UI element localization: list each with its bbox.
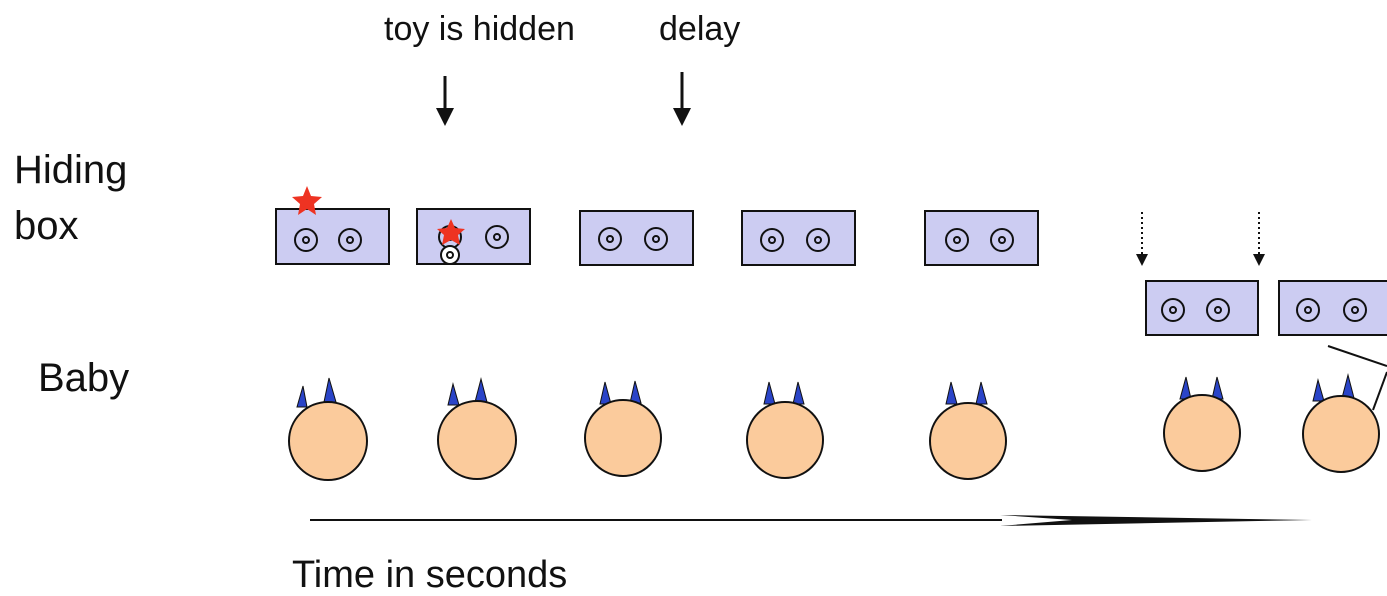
eye-icon	[1179, 376, 1192, 400]
hiding-box-7	[1278, 280, 1387, 336]
well-icon	[1296, 298, 1320, 322]
eye-icon	[792, 381, 805, 405]
baby-6	[1163, 376, 1241, 472]
reaching-arm	[1327, 345, 1387, 411]
time-arrow	[310, 515, 1312, 526]
well-icon	[990, 228, 1014, 252]
row-label-hiding: Hiding	[14, 148, 128, 192]
hiding-box-6	[1145, 280, 1259, 336]
eye-icon	[599, 381, 612, 405]
well-icon	[485, 225, 509, 249]
dotted-arrow-left	[1136, 212, 1148, 266]
toy-hidden-arrow	[436, 76, 454, 126]
well-icon	[294, 228, 318, 252]
baby-5	[929, 381, 1007, 480]
baby-head	[584, 399, 662, 477]
eye-icon	[1211, 376, 1224, 400]
well-icon	[598, 227, 622, 251]
eye-icon	[763, 381, 776, 405]
eye-icon	[629, 380, 642, 404]
baby-1	[288, 377, 368, 481]
baby-3	[584, 380, 662, 477]
well-icon	[760, 228, 784, 252]
hiding-box-3	[579, 210, 694, 266]
time-axis-label: Time in seconds	[292, 554, 568, 596]
eye-icon	[945, 381, 958, 405]
toy-star-icon	[437, 219, 465, 245]
eye-icon	[474, 377, 488, 403]
row-label-box: box	[14, 204, 79, 248]
delay-arrow	[673, 72, 691, 126]
row-label-baby: Baby	[38, 356, 130, 400]
baby-head	[746, 401, 824, 479]
toy-star-icon	[292, 186, 322, 215]
eye-icon	[1312, 378, 1325, 402]
baby-4	[746, 381, 824, 479]
eye-icon	[1341, 373, 1355, 399]
eye-icon	[975, 381, 988, 405]
well-icon	[1206, 298, 1230, 322]
dotted-arrow-right	[1253, 212, 1265, 266]
baby-head	[437, 400, 517, 480]
baby-head	[1163, 394, 1241, 472]
hiding-box-4	[741, 210, 856, 266]
hiding-box-2	[416, 208, 531, 265]
baby-7	[1302, 373, 1380, 473]
well-icon	[644, 227, 668, 251]
eye-icon	[447, 382, 460, 406]
baby-2	[437, 377, 517, 480]
well-icon	[338, 228, 362, 252]
well-icon	[1343, 298, 1367, 322]
well-icon	[945, 228, 969, 252]
event-delay: delay	[659, 10, 741, 48]
lid-icon	[440, 245, 460, 265]
eye-icon	[296, 385, 308, 408]
well-icon	[1161, 298, 1185, 322]
well-icon	[806, 228, 830, 252]
baby-head	[288, 401, 368, 481]
event-toy-hidden: toy is hidden	[384, 10, 575, 48]
eye-icon	[323, 377, 337, 403]
hiding-box-1	[275, 186, 390, 265]
baby-head	[929, 402, 1007, 480]
hiding-box-5	[924, 210, 1039, 266]
baby-head	[1302, 395, 1380, 473]
